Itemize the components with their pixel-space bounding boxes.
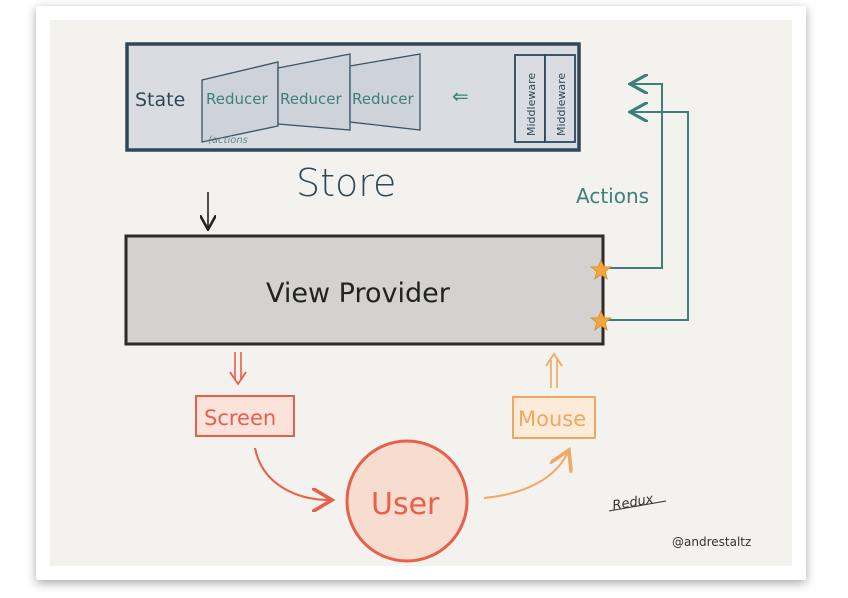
star-icon-top bbox=[589, 258, 613, 280]
middleware-label-1: Middleware bbox=[525, 73, 538, 136]
user-circle bbox=[345, 439, 469, 563]
actions-small-label: (actions bbox=[208, 135, 248, 146]
store-box: State Reducer Reducer Reducer (actions ⇐… bbox=[125, 42, 581, 152]
middleware-box-2 bbox=[544, 54, 576, 143]
reducer-label-2: Reducer bbox=[280, 90, 342, 108]
star-icon-bottom bbox=[589, 309, 613, 331]
mouse-to-view-arrow bbox=[545, 352, 563, 388]
redux-signature: Redux bbox=[611, 492, 654, 514]
view-provider-label: View Provider bbox=[266, 278, 451, 309]
actions-arrow-2 bbox=[604, 112, 689, 321]
view-provider-box bbox=[124, 234, 605, 346]
signature-underline bbox=[608, 500, 667, 512]
state-label: State bbox=[135, 89, 185, 111]
screen-to-user-arrow bbox=[254, 447, 330, 500]
reducer-shape-2 bbox=[277, 53, 351, 131]
view-to-screen-arrow bbox=[229, 352, 247, 386]
reducer-label-3: Reducer bbox=[352, 90, 414, 108]
screen-label: Screen bbox=[204, 406, 276, 430]
reducer-shape-1 bbox=[201, 61, 279, 143]
user-to-mouse-arrow bbox=[483, 452, 568, 499]
middleware-label-2: Middleware bbox=[555, 73, 568, 136]
reducer-shape-3 bbox=[349, 53, 421, 131]
actions-label: Actions bbox=[576, 184, 649, 208]
store-arrow-icon: ⇐ bbox=[452, 84, 469, 108]
reducer-label-1: Reducer bbox=[206, 90, 268, 108]
mouse-box bbox=[512, 396, 596, 439]
store-title: Store bbox=[296, 161, 396, 205]
mouse-label: Mouse bbox=[518, 407, 586, 431]
user-label: User bbox=[371, 487, 440, 522]
actions-arrow-1 bbox=[604, 84, 663, 269]
screen-box bbox=[195, 395, 295, 437]
author-handle: @andrestaltz bbox=[672, 535, 751, 549]
